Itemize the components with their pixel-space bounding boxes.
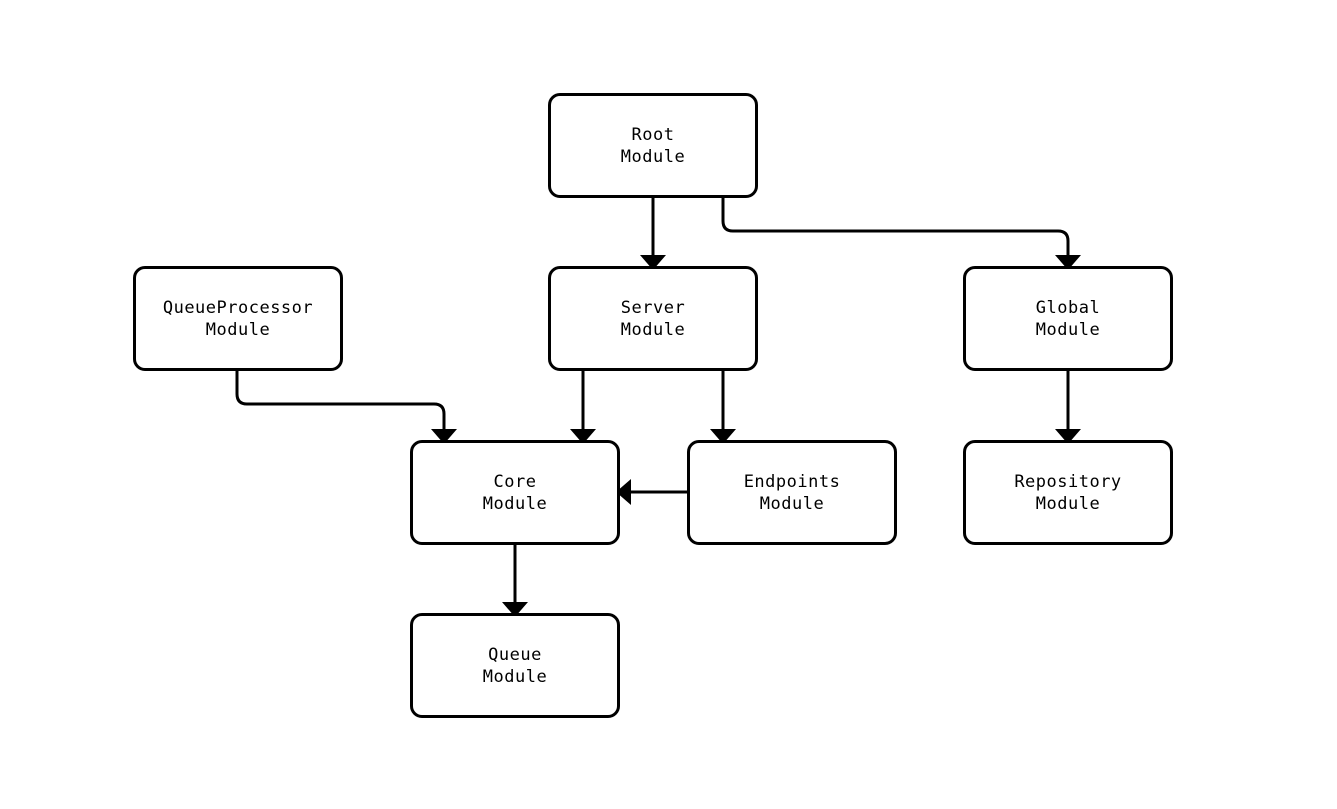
node-label-line-1: Global: [1035, 297, 1101, 318]
node-label-line-2: Module: [620, 146, 686, 167]
edge-line: [721, 198, 1070, 255]
node-label-line-2: Module: [482, 493, 548, 514]
node-label-line-1: Endpoints: [743, 471, 841, 492]
node-core-module[interactable]: Core Module: [410, 440, 620, 545]
node-server-module[interactable]: Server Module: [548, 266, 758, 371]
node-label-line-1: QueueProcessor: [162, 297, 314, 318]
edge-server-to-endpoints: [710, 371, 736, 444]
edge-line: [235, 371, 446, 429]
node-label-line-1: Server: [620, 297, 686, 318]
arrowhead-down-icon: [431, 429, 457, 444]
node-label-line-1: Queue: [488, 644, 542, 665]
node-queue-module[interactable]: Queue Module: [410, 613, 620, 718]
arrowhead-down-icon: [710, 429, 736, 444]
node-label-line-2: Module: [620, 319, 686, 340]
arrowhead-down-icon: [1055, 429, 1081, 444]
node-label-line-2: Module: [205, 319, 271, 340]
node-label-line-1: Repository: [1014, 471, 1122, 492]
arrowhead-down-icon: [1055, 255, 1081, 270]
edge-root-to-global: [721, 198, 1081, 270]
node-label-line-1: Core: [493, 471, 537, 492]
node-repository-module[interactable]: Repository Module: [963, 440, 1173, 545]
node-label-line-2: Module: [759, 493, 825, 514]
node-label-line-1: Root: [631, 124, 675, 145]
node-label-line-2: Module: [482, 666, 548, 687]
node-label-line-2: Module: [1035, 319, 1101, 340]
arrowhead-left-icon: [616, 479, 631, 505]
edge-core-to-queue: [502, 545, 528, 617]
arrowhead-down-icon: [640, 255, 666, 270]
node-queueprocessor-module[interactable]: QueueProcessor Module: [133, 266, 343, 371]
edge-queueprocessor-to-core: [235, 371, 457, 444]
node-global-module[interactable]: Global Module: [963, 266, 1173, 371]
node-label-line-2: Module: [1035, 493, 1101, 514]
arrowhead-down-icon: [570, 429, 596, 444]
edge-global-to-repository: [1055, 371, 1081, 444]
edge-endpoints-to-core: [616, 479, 687, 505]
node-root-module[interactable]: Root Module: [548, 93, 758, 198]
node-endpoints-module[interactable]: Endpoints Module: [687, 440, 897, 545]
edge-server-to-core: [570, 371, 596, 444]
edge-root-to-server: [640, 198, 666, 270]
arrowhead-down-icon: [502, 602, 528, 617]
